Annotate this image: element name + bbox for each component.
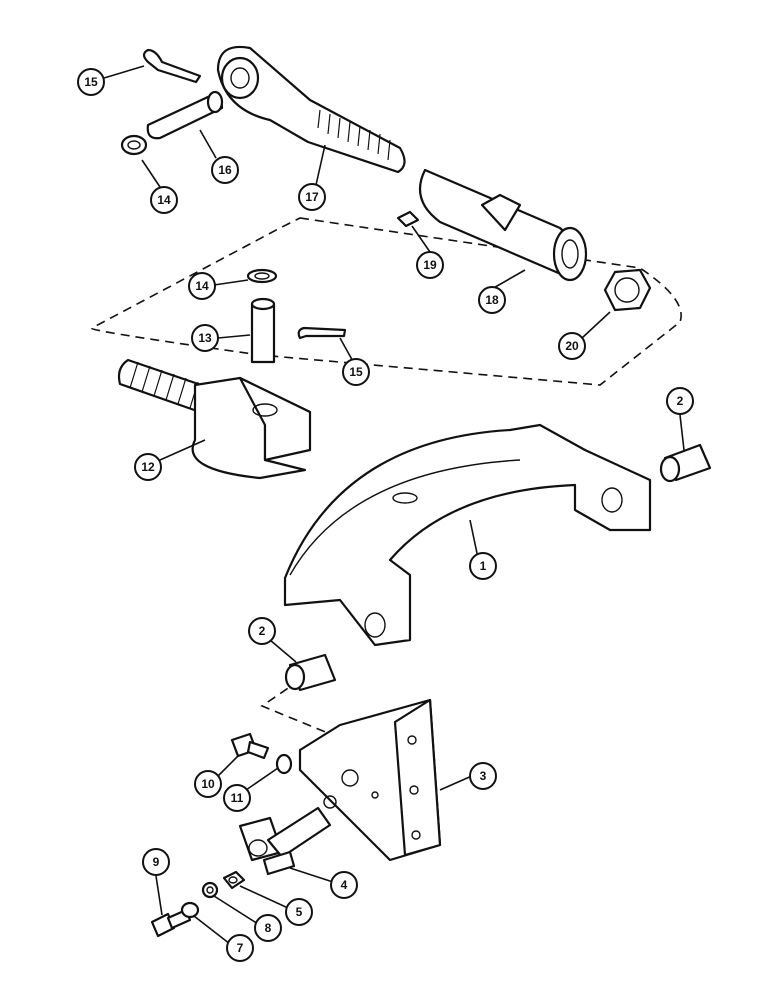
- clevis-pin-middle: [250, 297, 276, 364]
- callout-label: 12: [141, 460, 155, 474]
- leader-lines: [103, 65, 685, 945]
- hex-nut: [603, 268, 652, 312]
- callout-c2a: 2: [666, 387, 694, 415]
- cotter-pin-top: [142, 48, 202, 84]
- callout-c7: 7: [226, 934, 254, 962]
- callout-c5: 5: [285, 898, 313, 926]
- callout-c10: 10: [194, 770, 222, 798]
- callout-label: 2: [677, 394, 684, 408]
- callout-c1: 1: [469, 552, 497, 580]
- callout-label: 15: [349, 365, 363, 379]
- leader-c11: [245, 767, 279, 791]
- callout-label: 15: [84, 75, 98, 89]
- callout-c8: 8: [254, 914, 282, 942]
- callout-label: 5: [296, 905, 303, 919]
- callout-c15b: 15: [342, 358, 370, 386]
- leader-c16: [199, 129, 217, 159]
- callout-label: 20: [565, 339, 579, 353]
- callout-label: 3: [480, 769, 487, 783]
- grease-fitting: [396, 210, 420, 228]
- lock-washer-upper: [275, 753, 293, 775]
- callout-c4: 4: [330, 871, 358, 899]
- callout-c3: 3: [469, 762, 497, 790]
- leader-c2a: [679, 414, 685, 451]
- callout-c15a: 15: [77, 68, 105, 96]
- callout-c18: 18: [478, 286, 506, 314]
- leader-c8: [213, 895, 259, 925]
- leader-c14b: [213, 279, 249, 286]
- callout-label: 4: [341, 878, 348, 892]
- callout-label: 14: [195, 279, 209, 293]
- leader-c13: [217, 334, 251, 339]
- leader-c17: [315, 144, 326, 186]
- callout-c9: 9: [142, 848, 170, 876]
- callout-label: 14: [157, 193, 171, 207]
- threaded-clevis: [117, 358, 312, 480]
- retaining-ring-top: [120, 134, 148, 156]
- clevis-pin-top: [146, 90, 224, 140]
- callout-c13: 13: [191, 324, 219, 352]
- flat-washer-lower: [180, 901, 200, 919]
- leader-c19: [411, 225, 431, 253]
- callout-c16: 16: [211, 156, 239, 184]
- callout-label: 10: [201, 777, 215, 791]
- callout-label: 19: [423, 258, 437, 272]
- leader-c14a: [141, 159, 161, 188]
- leader-c12: [159, 439, 206, 461]
- leader-c5: [239, 885, 289, 909]
- leader-c20: [581, 311, 611, 339]
- callout-c2b: 2: [248, 617, 276, 645]
- lock-washer-lower: [201, 881, 219, 899]
- assembly-boundary-upper: [90, 217, 682, 386]
- callout-label: 18: [485, 293, 499, 307]
- callout-c19: 19: [416, 251, 444, 279]
- callout-label: 2: [259, 624, 266, 638]
- callout-label: 13: [198, 331, 212, 345]
- leader-c10: [217, 755, 239, 777]
- cotter-pin-middle: [297, 326, 347, 340]
- callout-label: 8: [265, 921, 272, 935]
- callout-c11: 11: [223, 784, 251, 812]
- retaining-ring-middle: [246, 268, 278, 284]
- leader-c7: [193, 915, 231, 945]
- callout-c14b: 14: [188, 272, 216, 300]
- leader-c9: [155, 875, 163, 916]
- callout-label: 1: [480, 559, 487, 573]
- threaded-rod-end: [216, 45, 406, 174]
- callout-c14a: 14: [150, 186, 178, 214]
- drawbar-arc-frame: [283, 423, 652, 647]
- callout-label: 11: [231, 791, 244, 805]
- bushing-left: [284, 653, 337, 692]
- leader-c15a: [103, 65, 145, 79]
- adjuster-tube: [418, 168, 588, 282]
- leader-c2b: [269, 639, 297, 663]
- nut-small: [222, 870, 246, 890]
- bolt-upper: [230, 732, 270, 760]
- assembly-boundary-lower: [260, 679, 346, 741]
- callout-label: 17: [305, 190, 319, 204]
- callout-c12: 12: [134, 453, 162, 481]
- bushing-right: [659, 443, 712, 483]
- callout-label: 16: [218, 163, 232, 177]
- pivot-pin-with-plate: [238, 806, 332, 876]
- callout-c17: 17: [298, 183, 326, 211]
- leader-c4: [289, 867, 334, 883]
- leader-c1: [469, 519, 479, 559]
- mounting-bracket: [298, 698, 442, 862]
- callout-label: 7: [237, 941, 244, 955]
- leader-c3: [439, 774, 475, 791]
- callout-c20: 20: [558, 332, 586, 360]
- callout-label: 9: [153, 855, 160, 869]
